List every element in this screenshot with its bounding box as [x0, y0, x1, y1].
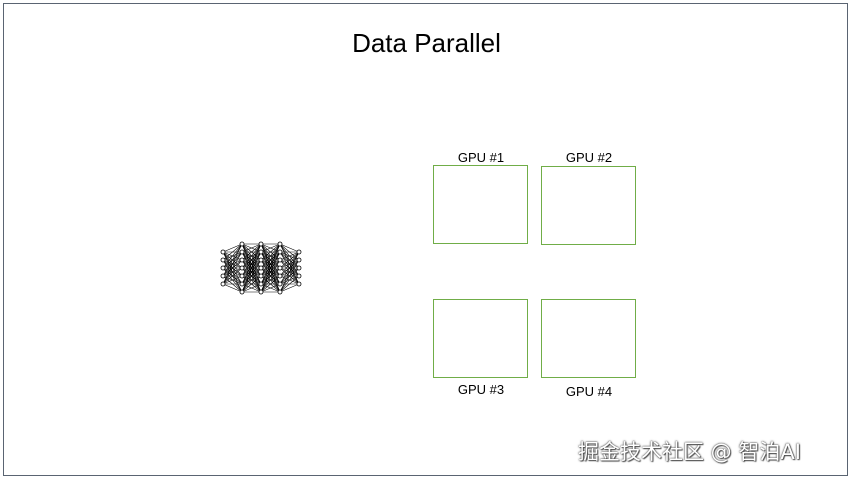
gpu-2-label: GPU #2	[565, 150, 613, 165]
gpu-4-label: GPU #4	[565, 384, 613, 399]
gpu-3-label: GPU #3	[457, 382, 505, 397]
gpu-2-box	[541, 166, 636, 245]
gpu-1-label: GPU #1	[457, 150, 505, 165]
slide-frame	[3, 3, 848, 476]
gpu-1-box	[433, 165, 528, 244]
gpu-3-box	[433, 299, 528, 378]
watermark: 掘金技术社区 @ 智泊AI	[578, 440, 801, 464]
gpu-4-box	[541, 299, 636, 378]
neural-network-icon	[220, 241, 302, 295]
slide-title: Data Parallel	[352, 28, 501, 58]
